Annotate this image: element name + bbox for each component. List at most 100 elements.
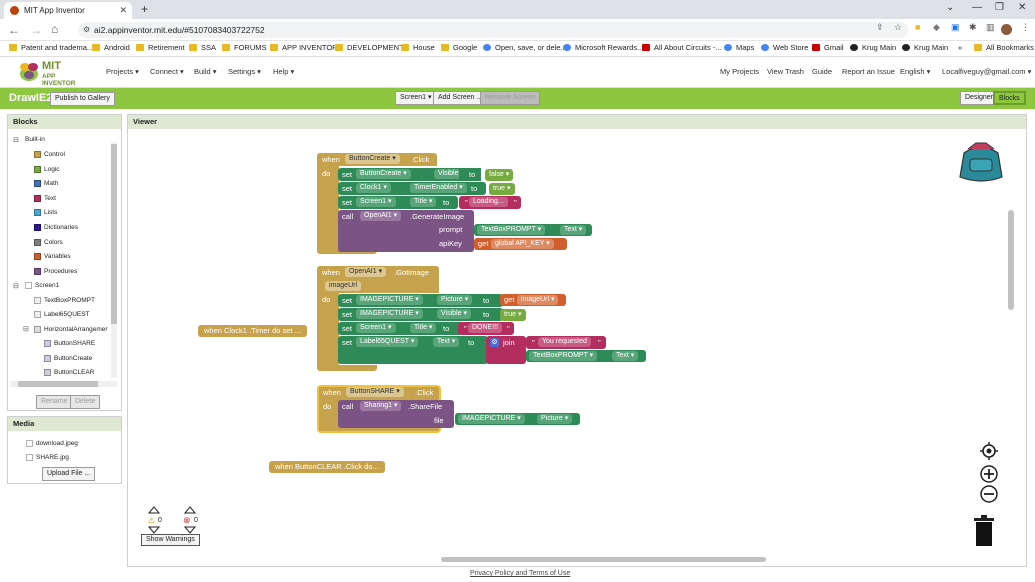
textbox-text-getter[interactable]: TextBoxPROMPT ▾ Text ▾ (474, 224, 592, 236)
tree-component[interactable]: ButtonCreate (44, 355, 92, 362)
component-dropdown[interactable]: ButtonSHARE ▾ (346, 387, 404, 397)
bookmark-item[interactable]: Web Store (761, 43, 808, 52)
show-warnings-button[interactable]: Show Warnings (141, 534, 200, 546)
component-dropdown[interactable]: TextBoxPROMPT ▾ (529, 351, 598, 361)
collapse-toggle-icon[interactable]: ⊟ (23, 326, 29, 333)
blocks-button[interactable]: Blocks (993, 91, 1026, 105)
tree-component[interactable]: HorizontalArrangemer (34, 326, 108, 333)
bookmark-item[interactable]: Google (441, 43, 477, 52)
collapse-toggle-icon[interactable]: ⊟ (13, 283, 19, 290)
remove-screen-button[interactable]: Remove Screen (480, 91, 541, 105)
component-dropdown[interactable]: OpenAI1 ▾ (345, 267, 387, 277)
component-dropdown[interactable]: IMAGEPICTURE ▾ (458, 414, 525, 424)
viewer-vscrollbar[interactable] (1008, 210, 1014, 310)
extension-icon[interactable]: ■ (915, 22, 921, 32)
builtin-drawer-math[interactable]: Math (34, 180, 58, 188)
bookmark-item[interactable]: Open, save, or dele... (483, 43, 567, 52)
builtin-drawer-lists[interactable]: Lists (34, 209, 57, 217)
extensions-puzzle-icon[interactable]: ✱ (969, 22, 977, 32)
variable-dropdown[interactable]: global API_KEY ▾ (491, 239, 554, 249)
bookmark-star-icon[interactable]: ☆ (894, 22, 903, 32)
text-join-block[interactable]: ⚙ join (486, 336, 526, 364)
menu-kebab-icon[interactable]: ⋮ (1021, 22, 1030, 32)
property-dropdown[interactable]: Picture ▾ (537, 414, 573, 424)
component-dropdown[interactable]: OpenAI1 ▾ (360, 211, 402, 221)
property-dropdown[interactable]: Title ▾ (410, 323, 437, 333)
upload-file-button[interactable]: Upload File ... (42, 467, 96, 481)
text-string-block[interactable]: " You requested " (526, 336, 606, 349)
report-issue-link[interactable]: Report an Issue (842, 67, 895, 76)
share-icon[interactable]: ⇪ (876, 22, 884, 32)
media-file[interactable]: download.jpeg (26, 440, 78, 447)
rename-button[interactable]: Rename (36, 395, 73, 409)
tree-screen1[interactable]: Screen1 (25, 282, 59, 289)
tree-component[interactable]: ButtonSHARE (44, 340, 95, 347)
bookmark-item[interactable]: Krug Main (850, 43, 896, 52)
bookmark-item[interactable]: Krug Main (902, 43, 948, 52)
bookmark-item[interactable]: FORUMS (222, 43, 267, 52)
bookmark-item[interactable]: House (401, 43, 435, 52)
menu-projects[interactable]: Projects ▾ (106, 67, 139, 76)
extension-icon[interactable]: ▣ (951, 22, 960, 32)
site-info-icon[interactable]: ⚙ (83, 25, 91, 34)
next-error-arrow-icon[interactable] (184, 526, 196, 534)
component-dropdown[interactable]: ButtonCreate ▾ (345, 154, 400, 164)
component-dropdown[interactable]: Clock1 ▾ (356, 183, 391, 193)
image-picture-getter[interactable]: IMAGEPICTURE ▾ Picture ▾ (455, 413, 580, 425)
text-value[interactable]: You requested (538, 337, 591, 347)
bookmark-item[interactable]: Patent and tradema... (9, 43, 93, 52)
logic-true-block[interactable]: true ▾ (489, 183, 515, 195)
backpack-icon[interactable] (956, 139, 1006, 185)
menu-build[interactable]: Build ▾ (194, 67, 217, 76)
home-icon[interactable]: ⌂ (51, 22, 59, 36)
collapsed-buttonclear-click-block[interactable]: when ButtonCLEAR .Click do... (269, 461, 385, 473)
tree-builtin[interactable]: Built-in (25, 136, 45, 143)
tree-component[interactable]: ButtonCLEAR (44, 369, 94, 376)
builtin-drawer-procedures[interactable]: Procedures (34, 267, 77, 275)
text-value[interactable]: DONE!!! (468, 323, 503, 333)
set-block[interactable]: set Screen1 ▾ Title ▾ to (338, 322, 462, 335)
text-value[interactable]: Loading... (469, 197, 508, 207)
text-string-block[interactable]: " Loading... " (459, 196, 521, 209)
set-block[interactable]: set ButtonCreate ▾ Visible ▾ (338, 168, 478, 181)
bookmark-item[interactable]: Retirement (136, 43, 185, 52)
browser-tab[interactable]: MIT App Inventor ✕ (4, 2, 132, 19)
privacy-policy-link[interactable]: Privacy Policy and Terms of Use (470, 570, 571, 577)
get-global-block[interactable]: get global API_KEY ▾ (474, 238, 567, 250)
mit-app-inventor-logo[interactable]: MIT APP INVENTOR (18, 59, 88, 87)
tree-vscrollbar[interactable] (111, 142, 117, 378)
collapsed-clock-timer-block[interactable]: when Clock1 .Timer do set ... (198, 325, 307, 337)
bookmark-item[interactable]: Microsoft Rewards... (563, 43, 643, 52)
recenter-icon[interactable] (980, 442, 998, 460)
guide-link[interactable]: Guide (812, 67, 833, 76)
collapse-toggle-icon[interactable]: ⊟ (13, 137, 19, 144)
next-warning-arrow-icon[interactable] (148, 526, 160, 534)
component-dropdown[interactable]: TextBoxPROMPT ▾ (477, 225, 546, 235)
trash-icon[interactable] (973, 515, 995, 547)
bookmark-item[interactable]: Maps (724, 43, 754, 52)
minimize-icon[interactable]: — (972, 2, 982, 13)
property-dropdown[interactable]: Text ▾ (560, 225, 587, 235)
component-dropdown[interactable]: ButtonCreate ▾ (356, 169, 411, 179)
builtin-drawer-text[interactable]: Text (34, 194, 56, 202)
set-block[interactable]: set IMAGEPICTURE ▾ Visible ▾ to (338, 308, 503, 321)
property-dropdown[interactable]: Text ▾ (433, 337, 460, 347)
tab-search-icon[interactable]: ⌄ (946, 2, 955, 13)
event-block-openai-gotimage[interactable]: when OpenAI1 ▾ .GotImage imageUrl do (317, 266, 442, 371)
prev-warning-arrow-icon[interactable] (148, 506, 160, 514)
menu-connect[interactable]: Connect ▾ (150, 67, 184, 76)
prev-error-arrow-icon[interactable] (184, 506, 196, 514)
extension-icon[interactable]: ◆ (933, 22, 940, 32)
bookmark-item[interactable]: Android (92, 43, 130, 52)
more-bookmarks-icon[interactable]: » (958, 43, 963, 52)
address-bar[interactable]: ⚙ ai2.appinventor.mit.edu/#5107083403722… (78, 22, 908, 38)
set-block[interactable]: set IMAGEPICTURE ▾ Picture ▾ to (338, 294, 503, 307)
builtin-drawer-control[interactable]: Control (34, 151, 65, 158)
property-dropdown[interactable]: Title ▾ (410, 197, 437, 207)
viewer-hscrollbar[interactable] (441, 557, 766, 562)
set-block[interactable]: set Label65QUEST ▾ Text ▾ to (338, 336, 488, 364)
variable-dropdown[interactable]: imageUrl ▾ (517, 295, 559, 305)
bookmark-item[interactable]: Gmail (812, 43, 844, 52)
call-generateimage-block[interactable]: call OpenAI1 ▾ .GenerateImage prompt api… (338, 210, 474, 252)
bookmark-item[interactable]: SSA (189, 43, 216, 52)
